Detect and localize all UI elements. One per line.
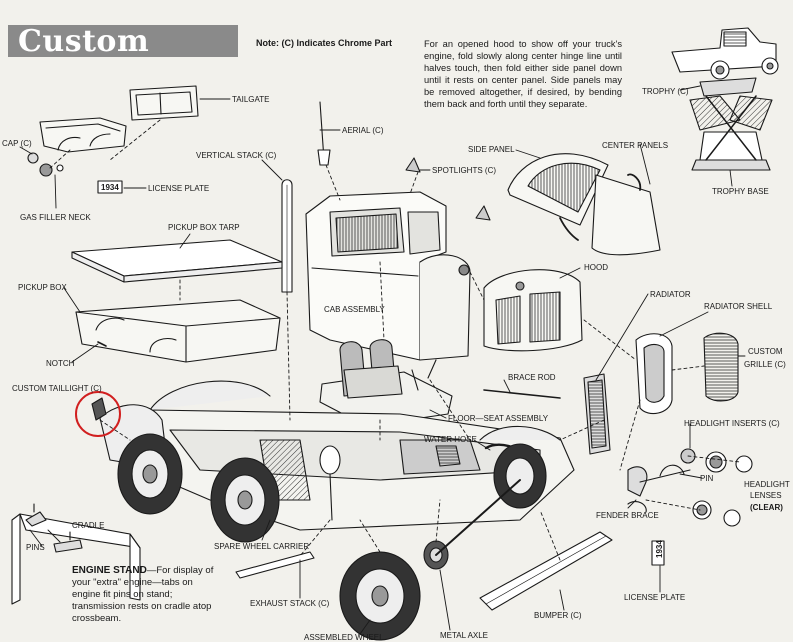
pickup-box-tarp-part [71, 239, 283, 283]
license-plate-front-text: 1934 [655, 540, 664, 558]
license-plate-rear-text: 1934 [101, 183, 119, 192]
part-labels: TAILGATE CAP (C) 1934 LICENSE PLATE GAS … [2, 87, 790, 642]
label-license-plate-rear: LICENSE PLATE [148, 184, 209, 193]
label-spotlights: SPOTLIGHTS (C) [432, 166, 496, 175]
fender-brace-part [627, 464, 691, 513]
label-metal-axle: METAL AXLE [440, 631, 488, 640]
label-custom-taillight: CUSTOM TAILLIGHT (C) [12, 384, 102, 393]
label-cap: CAP (C) [2, 139, 32, 148]
tailgate-part [129, 85, 199, 121]
brace-rod-part [483, 389, 561, 399]
engine-stand-part [11, 503, 141, 605]
assembly-guide-lines [49, 119, 741, 561]
label-pin: PIN [700, 474, 714, 483]
label-license-plate-front: LICENSE PLATE [624, 593, 685, 602]
assembled-wheel-part [339, 551, 421, 641]
label-radiator: RADIATOR [650, 290, 691, 299]
label-custom-grille-2: GRILLE (C) [744, 360, 786, 369]
headlight-inserts-part [680, 448, 753, 527]
label-trophy: TROPHY (C) [642, 87, 689, 96]
label-bumper: BUMPER (C) [534, 611, 582, 620]
cap-part [27, 152, 64, 177]
label-pickup-box-tarp: PICKUP BOX TARP [168, 223, 240, 232]
radiator-part [583, 373, 611, 455]
custom-grille-part [703, 332, 739, 402]
rear-wheels-part [117, 433, 280, 543]
radiator-shell-part [635, 333, 673, 415]
floor-seat-assembly-part [319, 339, 453, 427]
label-pickup-box: PICKUP BOX [18, 283, 67, 292]
label-floor-seat-assembly: FLOOR—SEAT ASSEMBLY [448, 414, 549, 423]
label-exhaust-stack: EXHAUST STACK (C) [250, 599, 330, 608]
label-headlight-inserts: HEADLIGHT INSERTS (C) [684, 419, 780, 428]
gas-filler-neck-part [39, 117, 127, 153]
label-headlight-lenses-2: LENSES [750, 491, 782, 500]
label-assembled-wheel: ASSEMBLED WHEEL [304, 633, 384, 642]
label-gas-filler-neck: GAS FILLER NECK [20, 213, 91, 222]
trophy-part [671, 27, 779, 97]
label-hood: HOOD [584, 263, 608, 272]
leader-lines [19, 85, 746, 635]
label-aerial: AERIAL (C) [342, 126, 384, 135]
label-headlight-lenses-1: HEADLIGHT [744, 480, 790, 489]
engine-stand-title: ENGINE STAND [72, 565, 147, 576]
label-pins: PINS [26, 543, 45, 552]
trophy-base-part [689, 95, 773, 171]
label-side-panel: SIDE PANEL [468, 145, 515, 154]
title-banner: Custom [8, 24, 238, 59]
hood-part [483, 269, 583, 352]
hood-instructions: For an opened hood to show off your truc… [424, 39, 622, 109]
label-fender-brace: FENDER BRACE [596, 511, 659, 520]
label-radiator-shell: RADIATOR SHELL [704, 302, 773, 311]
label-vertical-stack: VERTICAL STACK (C) [196, 151, 277, 160]
pickup-box-part [75, 299, 281, 363]
page-title: Custom [18, 24, 150, 59]
metal-axle-part [423, 479, 521, 570]
cab-assembly-part [305, 191, 471, 361]
label-brace-rod: BRACE ROD [508, 373, 556, 382]
label-center-panels: CENTER PANELS [602, 141, 668, 150]
side-panel-part [507, 153, 661, 256]
chrome-note: Note: (C) Indicates Chrome Part [256, 38, 393, 48]
label-spare-wheel-carrier: SPARE WHEEL CARRIER [214, 542, 309, 551]
exhaust-stack-part [235, 551, 315, 579]
label-headlight-lenses-3: (CLEAR) [750, 503, 783, 512]
label-cab-assembly: CAB ASSEMBLY [324, 305, 385, 314]
aerial-part [317, 101, 331, 166]
label-custom-grille-1: CUSTOM [748, 347, 783, 356]
license-plate-rear-part [97, 180, 123, 194]
license-plate-front-part [651, 540, 665, 566]
custom-taillight-part [91, 397, 107, 421]
engine-stand-caption: ENGINE STAND—For display of your "extra"… [72, 565, 222, 625]
label-tailgate: TAILGATE [232, 95, 270, 104]
label-trophy-base: TROPHY BASE [712, 187, 769, 196]
engine-stand-text: —For display of your "extra" engine—tabs… [72, 565, 214, 624]
taillight-highlight-circle [75, 391, 121, 437]
bumper-part [479, 531, 613, 611]
label-notch: NOTCH [46, 359, 75, 368]
label-water-hose: WATER HOSE [424, 435, 477, 444]
label-cradle: CRADLE [72, 521, 104, 530]
vertical-stack-part [281, 179, 293, 293]
spotlights-part [405, 157, 491, 221]
